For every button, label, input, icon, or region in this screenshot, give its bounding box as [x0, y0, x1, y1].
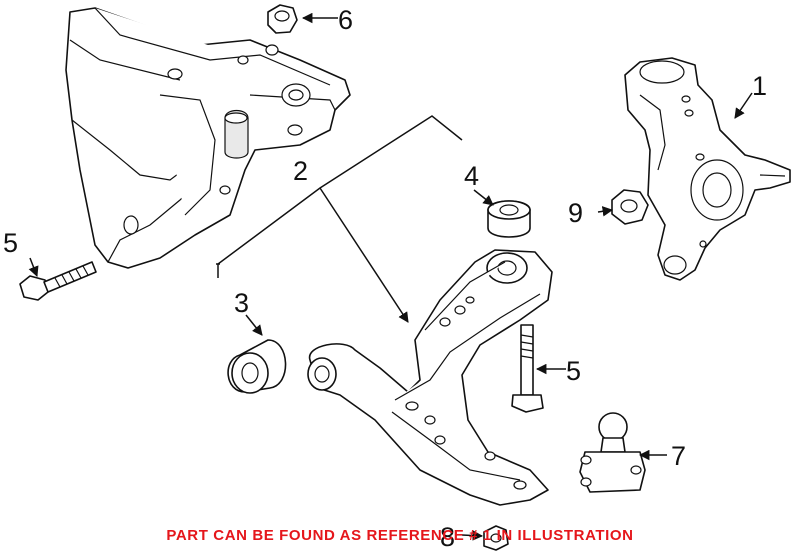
steering-knuckle-part-1 [624, 57, 791, 281]
nut-part-8 [483, 525, 509, 551]
control-arm-part-2 [307, 249, 553, 506]
bushing-part-4 [487, 200, 531, 238]
bolt-part-5-left [19, 261, 97, 301]
callout-labels: 1 2 3 4 5 5 6 7 8 9 [3, 5, 767, 552]
leader-lines [28, 12, 753, 541]
ball-joint-part-7 [579, 412, 646, 493]
callout-5-left: 5 [3, 228, 18, 258]
nut-part-6 [267, 4, 298, 34]
callout-6: 6 [338, 5, 353, 35]
callout-4: 4 [464, 161, 479, 191]
callout-5-right: 5 [566, 356, 581, 386]
subframe [65, 7, 351, 269]
bolt-part-5-right [511, 324, 544, 413]
bushing-part-3 [227, 339, 287, 394]
callout-7: 7 [671, 441, 686, 471]
callout-3: 3 [234, 288, 249, 318]
callout-1: 1 [752, 71, 767, 101]
callout-9: 9 [568, 198, 583, 228]
nut-part-9 [611, 189, 649, 225]
callout-2: 2 [293, 156, 308, 186]
reference-note: PART CAN BE FOUND AS REFERENCE # 1 IN IL… [166, 527, 634, 544]
callout-8: 8 [440, 522, 455, 552]
